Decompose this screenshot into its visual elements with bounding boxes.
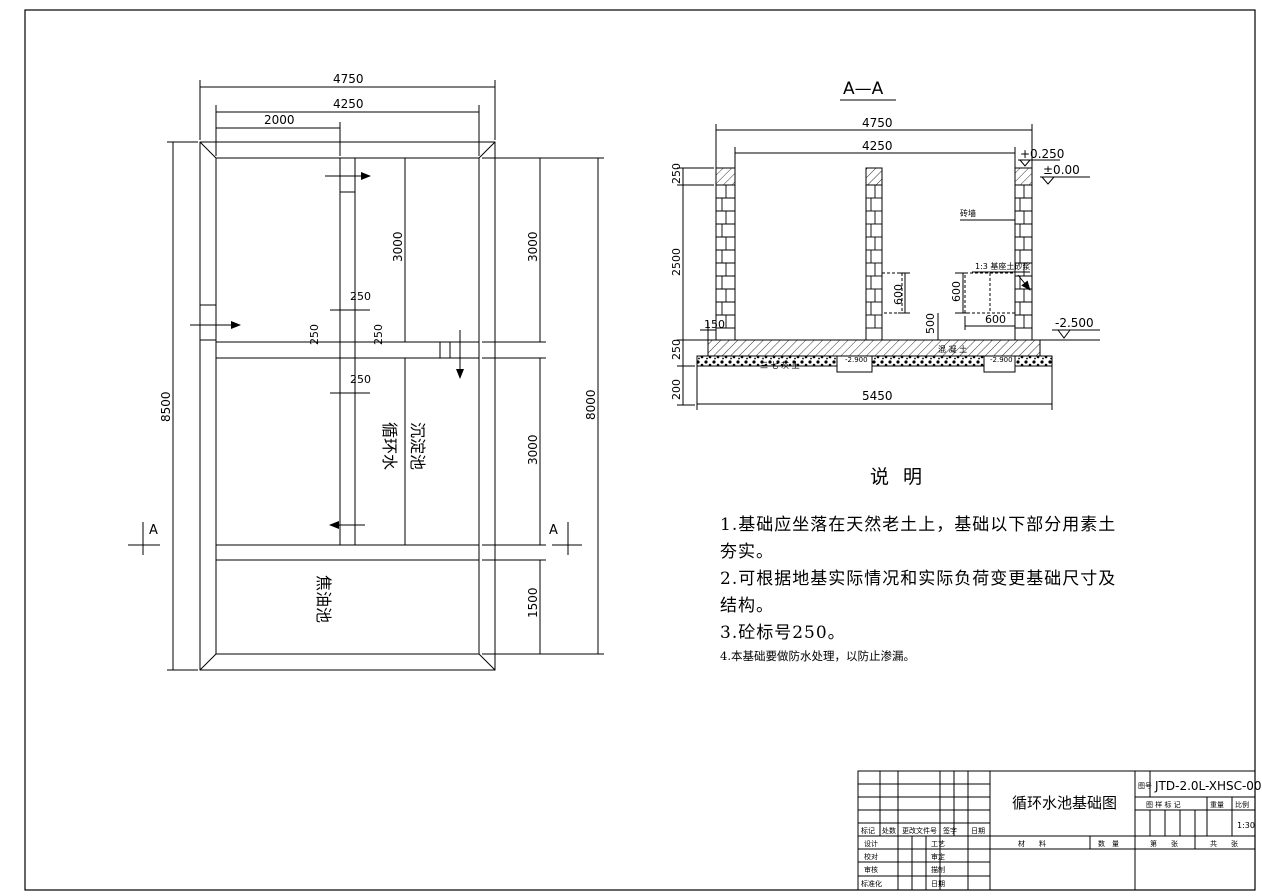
note-item-1: 1.基础应坐落在天然老土上，基础以下部分用素土夯实。 (720, 515, 1117, 562)
title-block-scale-label: 比例 (1235, 800, 1249, 809)
note-item-4: 4.本基础要做防水处理，以防止渗漏。 (720, 649, 915, 663)
section-elev-pit-2: -2.900 (990, 356, 1013, 364)
plan-section-mark-left: A (149, 523, 158, 538)
section-labels: A—A 4750 4250 +0.250 ±0.00 -2.500 250 25… (670, 79, 1094, 403)
plan-labels: 4750 4250 2000 8500 8000 3000 3000 3000 … (149, 72, 598, 623)
section-dim-offset: 150 (704, 318, 725, 331)
title-block-drawing-no: JTD-2.0L-XHSC-00 (1154, 779, 1262, 793)
title-block-weight-label: 重量 (1210, 801, 1224, 809)
title-block-quantity: 数 量 (1098, 839, 1119, 848)
title-block-role-review: 审核 (864, 865, 878, 874)
section-label-brick-wall: 砖墙 (960, 208, 976, 218)
title-block-role-check: 校对 (864, 852, 878, 861)
section-label-lime-soil: 三 七 灰 土 (760, 360, 800, 370)
title-block-drawing-no-label: 图号 (1138, 782, 1152, 790)
title-block-role-standard: 标准化 (861, 879, 882, 888)
title-block-rev-mark: 标记 (861, 826, 875, 835)
section-label-concrete: 混 凝 土 (938, 344, 967, 354)
plan-dim-inner-height: 8000 (584, 389, 598, 420)
plan-dim-wall-b: 250 (350, 373, 371, 386)
title-block-role-draw: 描制 (931, 865, 945, 874)
section-dim-top-wall: 250 (670, 163, 683, 184)
plan-oil-pool-label: 焦油池 (314, 575, 333, 623)
section-dim-inner-width: 4250 (862, 139, 893, 153)
title-block-scale-value: 1:30 (1237, 821, 1255, 830)
notes-block: 1.基础应坐落在天然老土上，基础以下部分用素土夯实。 2.可根据地基实际情况和实… (720, 512, 1120, 665)
section-dim-base-width: 5450 (862, 389, 893, 403)
sheet-border (24, 9, 1256, 891)
title-block-role-design: 设计 (864, 839, 878, 848)
section-view (677, 99, 1100, 410)
plan-dim-oil-chamber: 1500 (526, 587, 540, 618)
section-dim-sill: 500 (924, 313, 937, 334)
title-block-text: 循环水池基础图 图号 JTD-2.0L-XHSC-00 图 样 标 记 重量 比… (861, 779, 1262, 888)
plan-dim-left-span: 2000 (264, 113, 295, 127)
section-dim-open-h2: 600 (950, 281, 963, 302)
section-dim-open-h1: 600 (892, 284, 905, 305)
section-elev-ground: ±0.00 (1043, 163, 1080, 177)
plan-dim-wall-a: 250 (350, 290, 371, 303)
plan-dim-total-width: 4750 (333, 72, 364, 86)
note-item-2: 2.可根据地基实际情况和实际负荷变更基础尺寸及结构。 (720, 569, 1117, 616)
plan-dim-total-height: 8500 (159, 391, 173, 422)
section-elev-bottom: -2.500 (1055, 316, 1094, 330)
plan-dim-inner-width: 4250 (333, 97, 364, 111)
title-block-sheets-total: 共 张 (1210, 839, 1238, 848)
title-block-sheet: 第 张 (1150, 839, 1178, 848)
title-block-rev-doc: 更改文件号 (902, 826, 937, 835)
title-block-rev-sign: 签字 (943, 826, 957, 835)
plan-dim-upper-chamber: 3000 (391, 231, 405, 262)
section-title: A—A (843, 79, 884, 99)
section-elev-top: +0.250 (1020, 147, 1064, 161)
plan-view (128, 80, 604, 671)
section-dim-slab: 250 (670, 339, 683, 360)
title-block-material: 材 料 (1018, 839, 1046, 848)
title-block-drawing-name: 循环水池基础图 (1012, 794, 1117, 812)
title-block-role-date: 日期 (931, 880, 945, 888)
section-dim-height: 2500 (670, 248, 683, 276)
section-dim-total-width: 4750 (862, 116, 893, 130)
title-block-stage-label: 图 样 标 记 (1146, 800, 1181, 809)
title-block (857, 770, 1256, 891)
plan-chamber-label-1: 循环水 (380, 422, 399, 470)
plan-dim-lower-chamber: 3000 (526, 434, 540, 465)
section-label-mortar: 1:3 基座土砂浆 (975, 261, 1030, 271)
plan-dim-upper-chamber-right: 3000 (526, 231, 540, 262)
plan-dim-wall-d: 250 (372, 324, 385, 345)
section-dim-open-w: 600 (985, 313, 1006, 326)
title-block-rev-date: 日期 (971, 827, 985, 835)
note-item-3: 3.砼标号250。 (720, 623, 846, 643)
title-block-rev-count: 处数 (882, 826, 896, 835)
plan-dim-wall-c: 250 (308, 324, 321, 345)
plan-section-mark-right: A (549, 523, 558, 538)
notes-title: 说明 (870, 466, 937, 488)
title-block-role-approve: 审定 (931, 852, 945, 861)
plan-chamber-label-2: 沉淀池 (408, 422, 427, 470)
title-block-role-process: 工艺 (931, 840, 945, 848)
section-dim-footing: 200 (670, 379, 683, 400)
section-elev-pit-1: -2.900 (845, 356, 868, 364)
